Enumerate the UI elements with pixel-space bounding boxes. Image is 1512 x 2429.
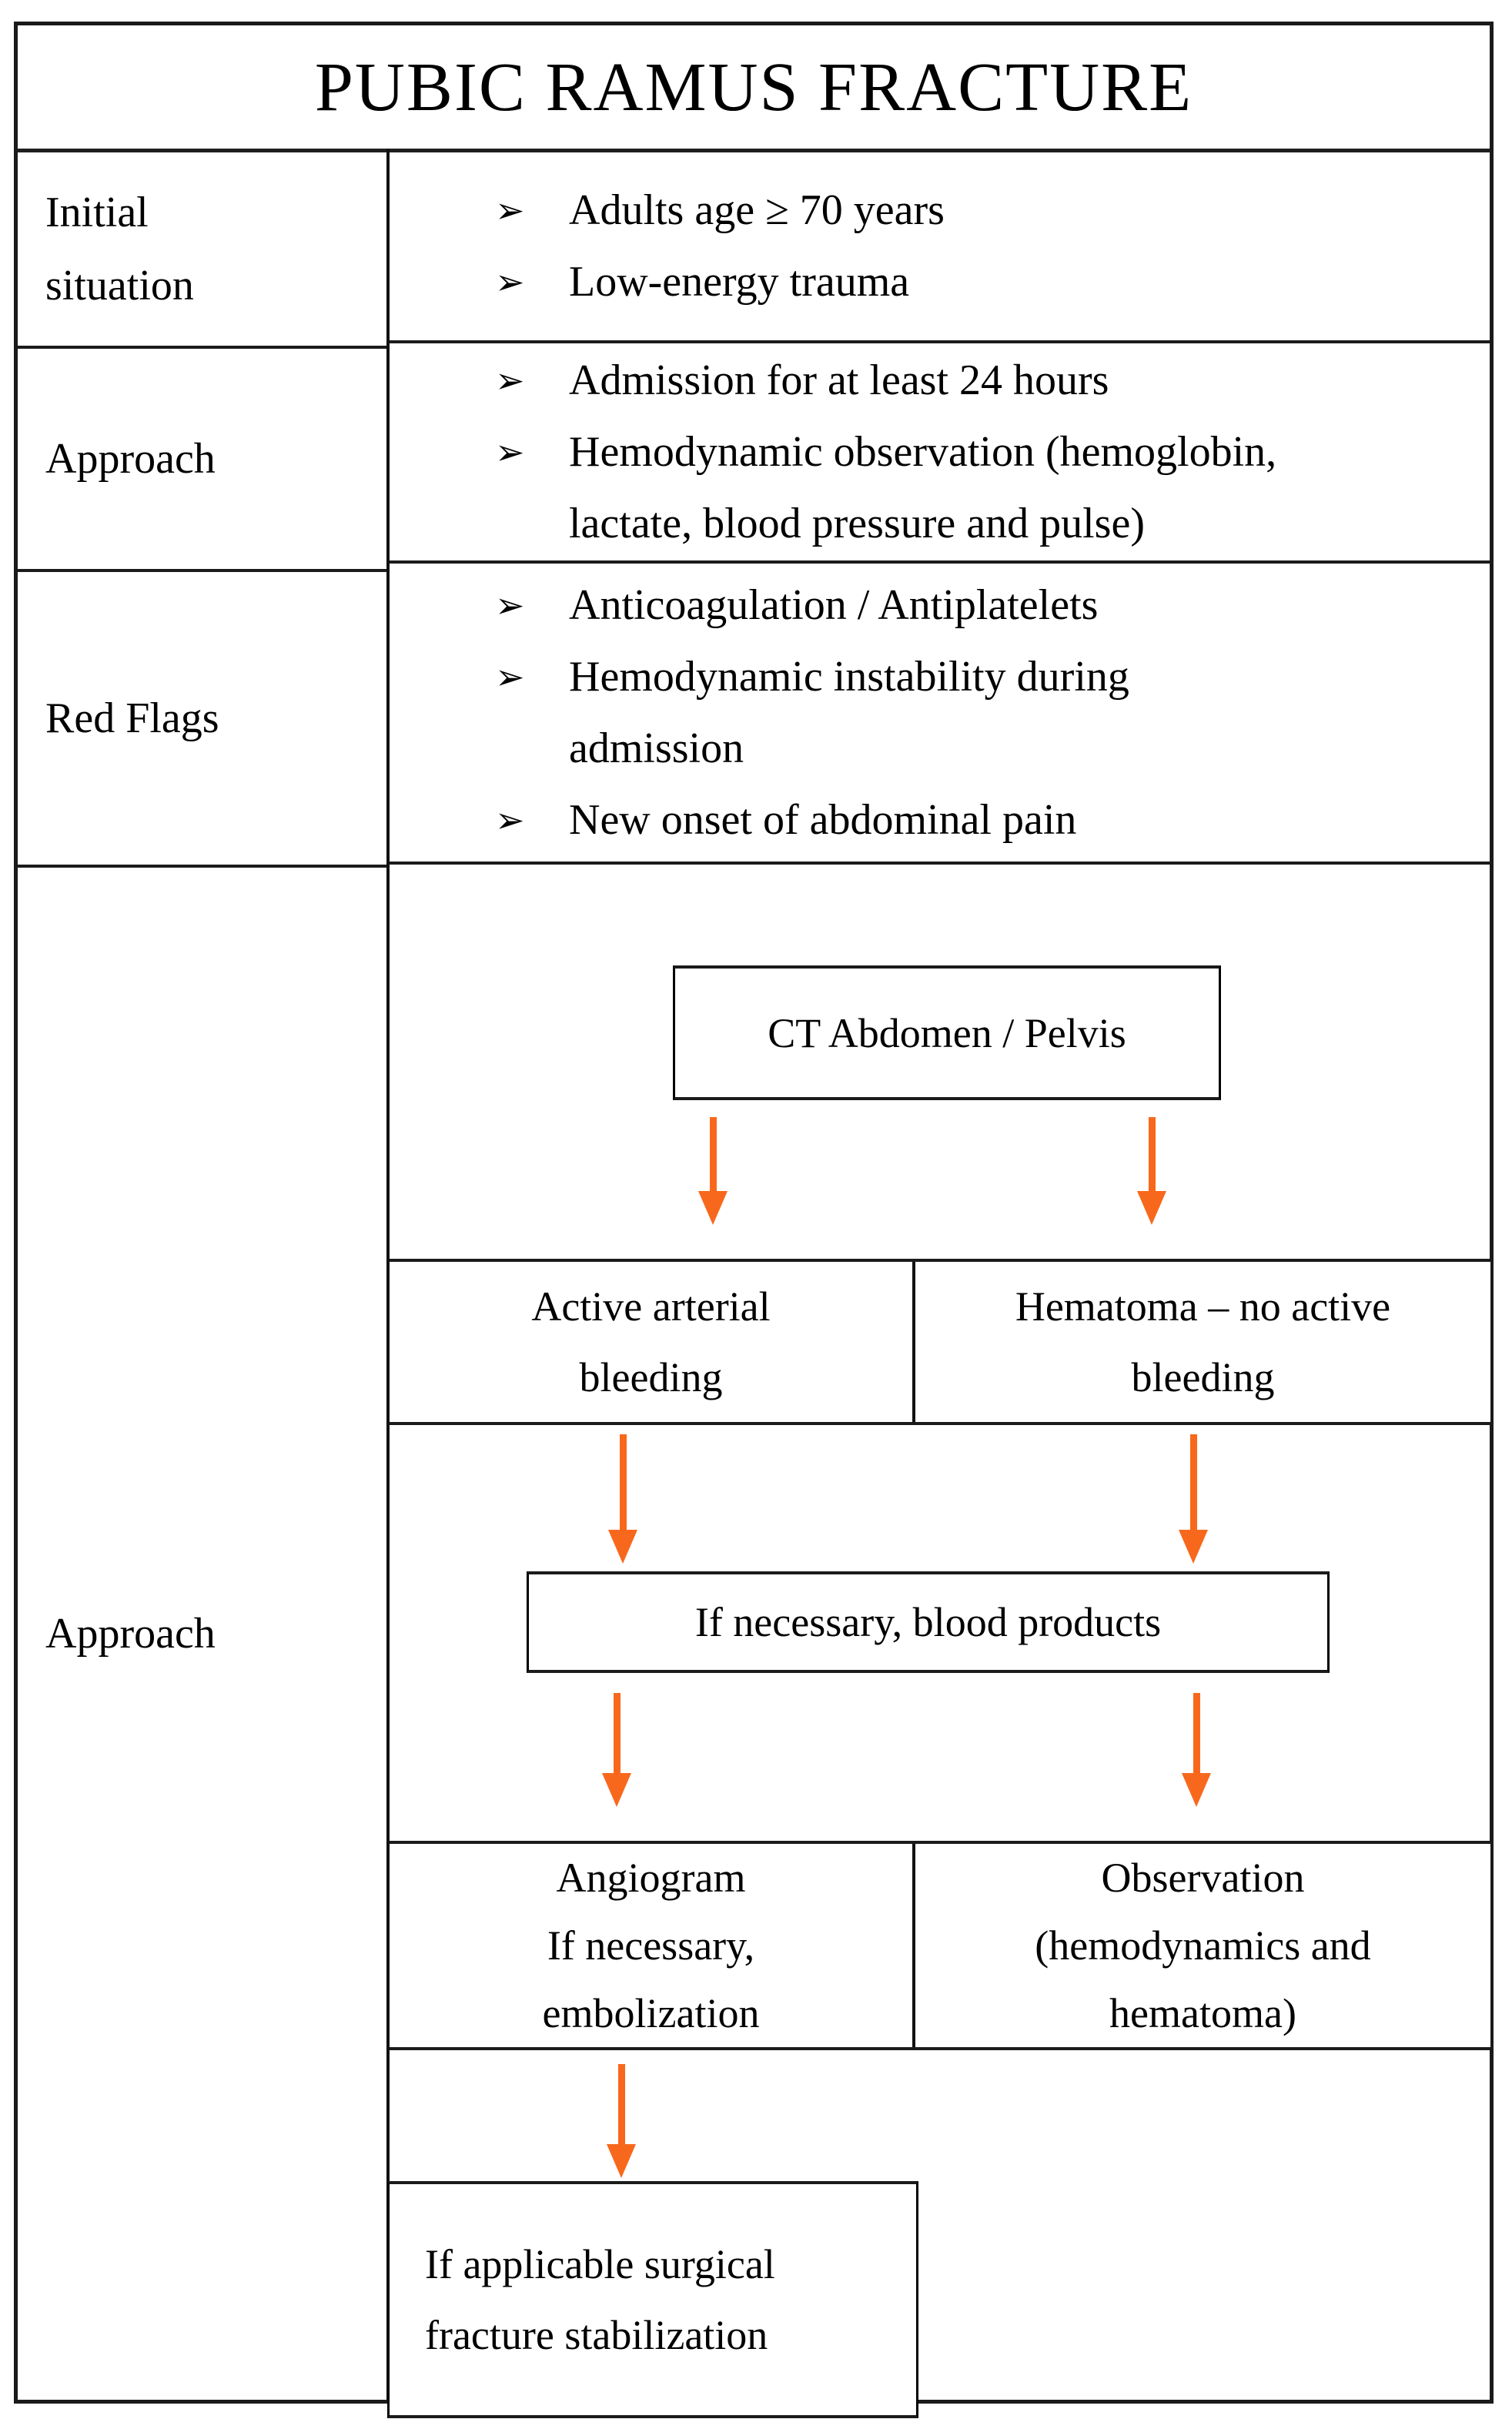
list-item: ➢ Adults age ≥ 70 years <box>495 175 1474 246</box>
list-item-text: Anticoagulation / Antiplatelets <box>569 580 1099 629</box>
arrow-bullet-icon: ➢ <box>495 359 525 401</box>
arrow-bullet-icon: ➢ <box>495 584 525 626</box>
initial-situation-cell: ➢ Adults age ≥ 70 years ➢ Low-energy trauma <box>390 152 1490 343</box>
arrow-stem <box>1189 1434 1197 1530</box>
flow-arrow-down <box>1179 1434 1208 1564</box>
arrow-bullet-icon: ➢ <box>495 189 525 231</box>
approach-list: ➢ Admission for at least 24 hours ➢ Hemodyn… <box>390 345 1490 560</box>
arrow-bullet-icon: ➢ <box>495 261 525 303</box>
arrow-head-icon <box>1182 1773 1211 1807</box>
list-item: ➢ Anticoagulation / Antiplatelets <box>495 570 1474 641</box>
arrow-head-icon <box>1179 1530 1208 1564</box>
list-item: ➢ New onset of abdominal pain <box>495 785 1474 856</box>
flow-arrow-down <box>602 1693 631 1807</box>
content-column: ➢ Adults age ≥ 70 years ➢ Low-energy trauma… <box>387 152 1490 2418</box>
flow-arrow-down <box>1137 1117 1166 1225</box>
list-item-text: Low-energy trauma <box>569 258 910 306</box>
flow-node-blood-products: If necessary, blood products <box>527 1571 1330 1673</box>
flow-arrow-down <box>608 1434 637 1564</box>
arrow-head-icon <box>608 1530 637 1564</box>
arrow-head-icon <box>1137 1191 1166 1225</box>
page-title: PUBIC RAMUS FRACTURE <box>18 25 1490 152</box>
arrow-bullet-icon: ➢ <box>495 430 525 473</box>
list-item-text: Hemodynamic observation (hemoglobin,lact… <box>569 427 1277 547</box>
flow-arrow-down <box>698 1117 728 1225</box>
list-item: ➢ Hemodynamic observation (hemoglobin,lac… <box>495 417 1474 560</box>
red-flags-cell: ➢ Anticoagulation / Antiplatelets ➢ Hemodyn… <box>390 564 1490 865</box>
row-label-approach-2: Approach <box>45 1610 216 1658</box>
list-item-text: Admission for at least 24 hours <box>569 356 1109 404</box>
arrow-stem <box>1193 1693 1200 1773</box>
arrow-bullet-icon: ➢ <box>495 655 525 698</box>
arrow-head-icon <box>698 1191 728 1225</box>
list-item-text: New onset of abdominal pain <box>569 795 1077 844</box>
arrow-head-icon <box>607 2144 636 2178</box>
red-flags-list: ➢ Anticoagulation / Antiplatelets ➢ Hemodyn… <box>390 570 1490 856</box>
list-item: ➢ Low-energy trauma <box>495 246 1474 318</box>
flow-arrow-down <box>1182 1693 1211 1807</box>
flow-node-ct-abdomen-pelvis: CT Abdomen / Pelvis <box>673 965 1221 1100</box>
list-item: ➢ Admission for at least 24 hours <box>495 345 1474 417</box>
arrow-stem <box>1148 1117 1156 1191</box>
arrow-bullet-icon: ➢ <box>495 798 525 841</box>
arrow-stem <box>619 1434 627 1530</box>
list-item-text: Adults age ≥ 70 years <box>569 186 945 234</box>
initial-situation-list: ➢ Adults age ≥ 70 years ➢ Low-energy trauma <box>390 175 1490 318</box>
flow-arrow-down <box>607 2064 636 2178</box>
arrow-stem <box>613 1693 621 1773</box>
arrow-stem <box>617 2064 625 2144</box>
approach-cell: ➢ Admission for at least 24 hours ➢ Hemodyn… <box>390 343 1490 564</box>
row-label-approach: Approach <box>18 349 386 572</box>
arrow-head-icon <box>602 1773 631 1807</box>
arrow-stem <box>709 1117 717 1191</box>
column-divider-line <box>386 149 390 2400</box>
row-label-red-flags: Red Flags <box>18 572 386 868</box>
